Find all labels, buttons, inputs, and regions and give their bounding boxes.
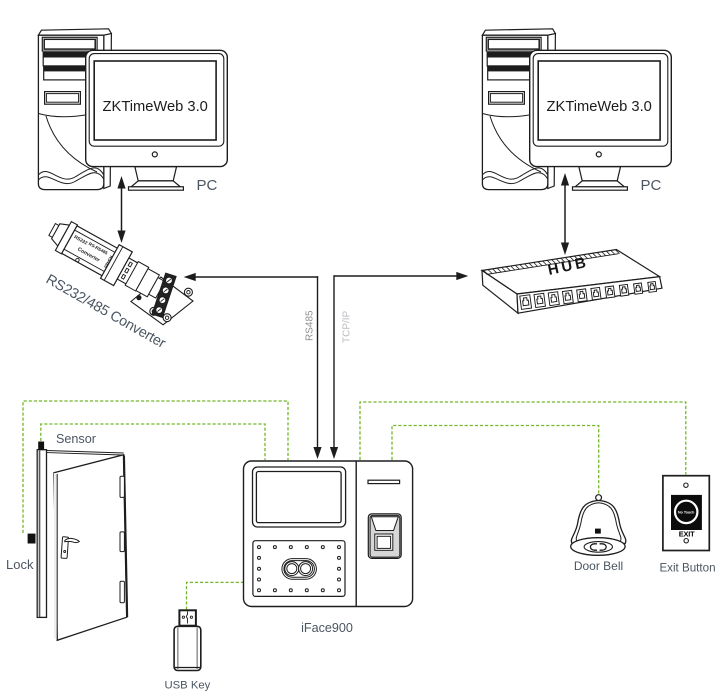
svg-text:iFace900: iFace900 <box>301 621 353 635</box>
svg-text:RS232: RS232 <box>73 234 88 246</box>
svg-text:TCP/IP: TCP/IP <box>342 310 353 343</box>
svg-text:PC: PC <box>197 177 218 194</box>
svg-text:EXIT: EXIT <box>679 529 695 538</box>
svg-text:RS485: RS485 <box>305 310 316 341</box>
svg-text:Lock: Lock <box>6 557 34 572</box>
svg-text:RS485: RS485 <box>103 255 114 270</box>
svg-text:Door Bell: Door Bell <box>574 559 623 573</box>
svg-text:No Touch: No Touch <box>678 510 694 514</box>
svg-text:ZKTimeWeb 3.0: ZKTimeWeb 3.0 <box>103 99 208 115</box>
svg-text:Sensor: Sensor <box>56 432 96 446</box>
svg-text:Exit Button: Exit Button <box>659 562 715 575</box>
svg-text:USB Key: USB Key <box>164 680 210 692</box>
